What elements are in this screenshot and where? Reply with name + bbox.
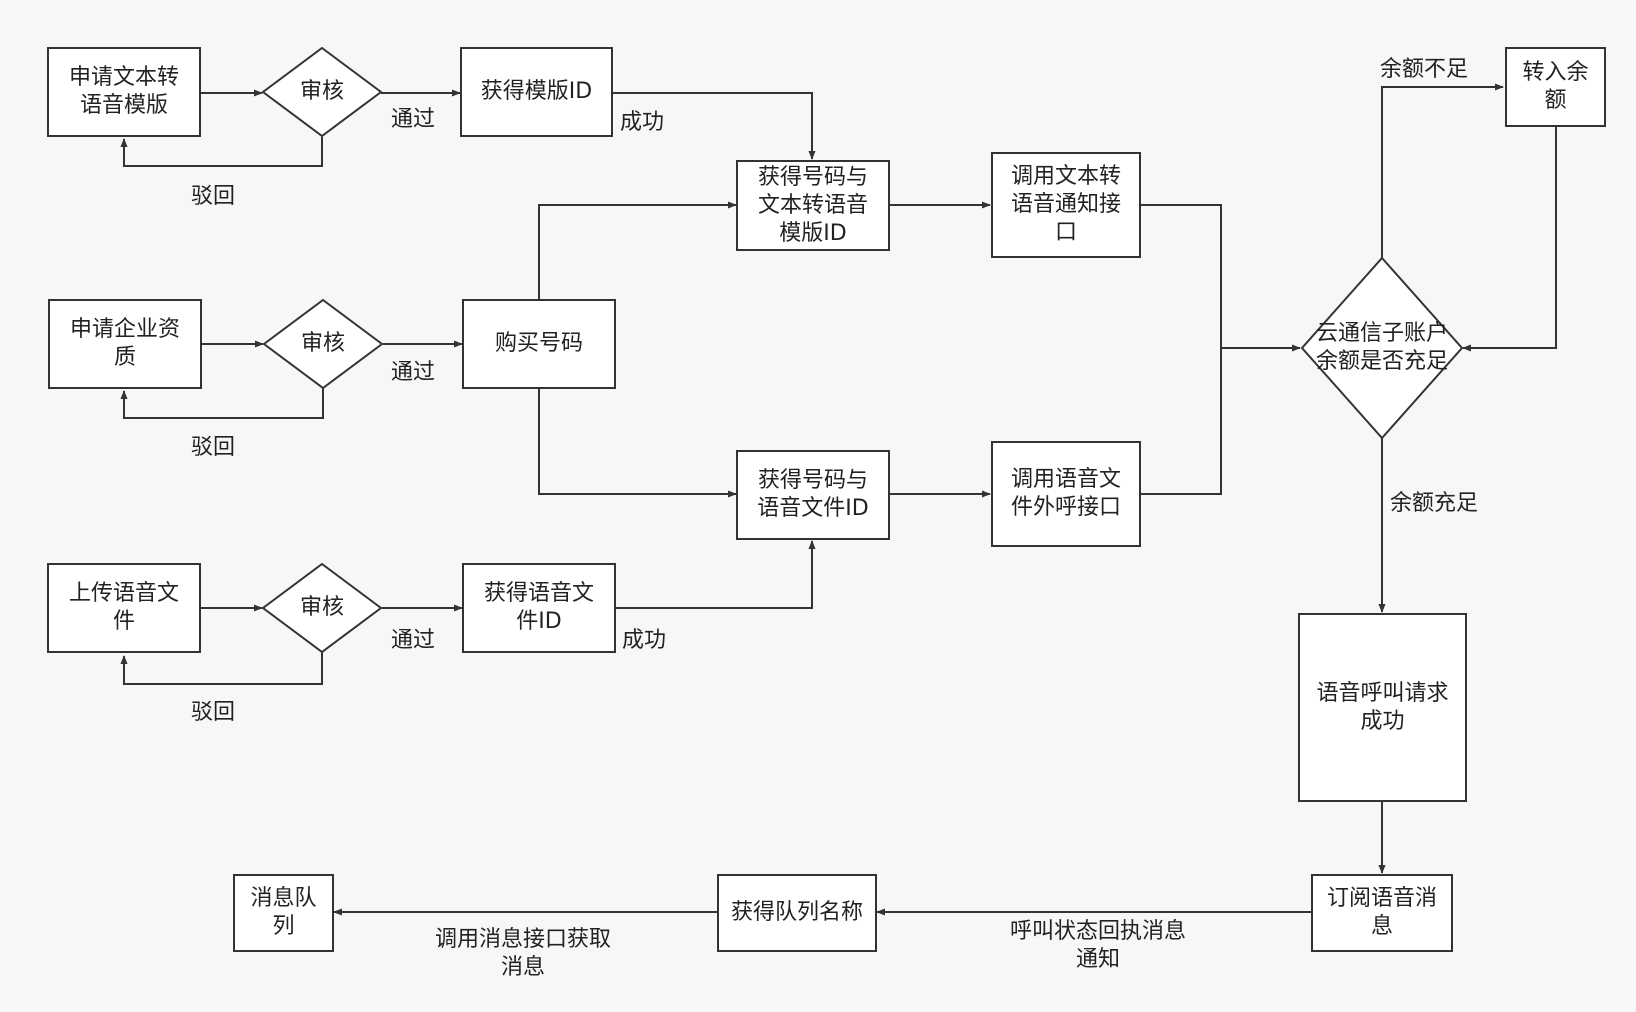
- edge-label-status-callback: 呼叫状态回执消息 通知: [1010, 919, 1187, 972]
- transfer-balance-box: 转入余 额: [1505, 47, 1606, 127]
- message-queue-box: 消息队 列: [233, 874, 334, 952]
- edge-label-sufficient: 余额充足: [1390, 491, 1479, 516]
- get-voice-file-id-box: 获得语音文 件ID: [462, 563, 616, 653]
- edge-label-reject-2: 驳回: [191, 435, 236, 460]
- review-decision-3: 审核: [262, 563, 382, 653]
- review-decision-1: 审核: [262, 47, 382, 137]
- get-number-and-voice-file-id-box: 获得号码与 语音文件ID: [736, 450, 890, 540]
- balance-check-decision: 云通信子账户 余额是否充足: [1301, 257, 1463, 439]
- apply-tts-template-box: 申请文本转 语音模版: [47, 47, 201, 137]
- get-template-id-box: 获得模版ID: [460, 47, 613, 137]
- get-queue-name-box: 获得队列名称: [717, 874, 877, 952]
- subscribe-voice-message-box: 订阅语音消 息: [1311, 874, 1453, 952]
- edge-label-pass-2: 通过: [391, 360, 436, 385]
- connector-buy-to-tts-combo: [538, 201, 737, 299]
- review-decision-3-label: 审核: [299, 595, 344, 620]
- buy-number-box: 购买号码: [462, 299, 616, 389]
- connector-review3-reject: [120, 652, 323, 685]
- review-decision-2: 审核: [263, 299, 383, 389]
- connector-voice-api-to-balance: [1141, 348, 1222, 495]
- edge-label-reject-1: 驳回: [191, 184, 236, 209]
- connector-insufficient-to-transfer: [1381, 83, 1504, 258]
- connector-transfer-back-to-balance: [1462, 127, 1557, 352]
- edge-label-pass-3: 通过: [391, 628, 436, 653]
- connector-voice-id-to-combo: [616, 540, 816, 609]
- edge-label-pass-1: 通过: [391, 107, 436, 132]
- review-decision-2-label: 审核: [300, 331, 345, 356]
- upload-voice-file-box: 上传语音文 件: [47, 563, 201, 653]
- balance-check-label: 云通信子账户 余额是否充足: [1315, 321, 1448, 374]
- edge-label-success-3: 成功: [622, 628, 667, 653]
- connector-template-id-to-combo: [612, 92, 816, 160]
- edge-label-success-1: 成功: [620, 110, 665, 135]
- connector-buy-to-voice-combo: [538, 389, 737, 498]
- edge-label-fetch-message: 调用消息接口获取 消息: [435, 927, 612, 980]
- connector-tts-api-to-balance: [1141, 204, 1301, 352]
- edge-label-insufficient: 余额不足: [1380, 57, 1469, 82]
- call-tts-notification-api-box: 调用文本转 语音通知接 口: [991, 152, 1141, 258]
- apply-enterprise-qualification-box: 申请企业资 质: [48, 299, 202, 389]
- call-voice-file-outbound-api-box: 调用语音文 件外呼接口: [991, 441, 1141, 547]
- get-number-and-tts-template-id-box: 获得号码与 文本转语音 模版ID: [736, 160, 890, 251]
- connector-review2-reject: [120, 388, 324, 419]
- review-decision-1-label: 审核: [299, 79, 344, 104]
- connector-review1-reject: [120, 137, 323, 167]
- voice-call-request-success-box: 语音呼叫请求 成功: [1298, 613, 1467, 802]
- edge-label-reject-3: 驳回: [191, 700, 236, 725]
